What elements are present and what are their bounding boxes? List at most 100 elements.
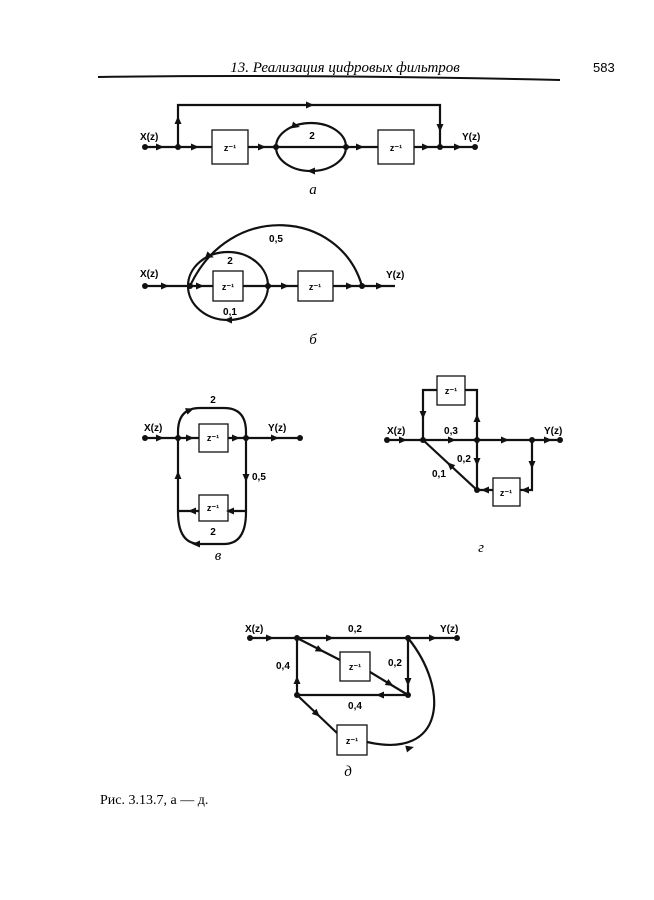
arrow-icon [185, 408, 194, 415]
node-dot [437, 144, 443, 150]
arrow-icon [376, 282, 384, 290]
arrow-icon [242, 474, 250, 482]
header-rule [97, 75, 561, 81]
node-dot [187, 283, 193, 289]
arrow-icon [376, 691, 384, 699]
arrow-icon [314, 645, 324, 652]
figure-g [387, 375, 560, 507]
node-dot [175, 435, 181, 441]
arrow-icon [356, 143, 364, 151]
node-dot [474, 487, 480, 493]
arrow-icon [346, 282, 354, 290]
delay-block [436, 375, 466, 406]
node-dot [273, 144, 279, 150]
node-dot [474, 437, 480, 443]
node-dot [247, 635, 253, 641]
arrow-icon [186, 434, 194, 442]
gain-label: 0,3 [444, 426, 458, 437]
input-label: X(z) [245, 624, 263, 635]
node-dot [297, 435, 303, 441]
node-dot [472, 144, 478, 150]
arrow-icon [454, 143, 462, 151]
node-dot [384, 437, 390, 443]
figure-caption: Рис. 3.13.7, а — д. [100, 793, 208, 808]
arrow-icon [422, 143, 430, 151]
arrow-icon [306, 101, 314, 109]
input-label: X(z) [144, 423, 162, 434]
arrow-icon [528, 461, 536, 469]
gain-label: 0,2 [388, 658, 402, 669]
feedback-arc [189, 224, 364, 287]
gain-label: 0,2 [348, 624, 362, 635]
arrow-icon [191, 143, 199, 151]
gain-label: 0,2 [457, 454, 471, 465]
arrow-icon [266, 634, 274, 642]
arrow-icon [174, 471, 182, 479]
delay-label: z⁻¹ [224, 143, 236, 153]
arrow-icon [205, 251, 214, 258]
arrow-icon [192, 540, 200, 548]
arrow-icon [384, 678, 394, 687]
arrow-icon [447, 462, 456, 471]
arrow-icon [399, 436, 407, 444]
delay-label: z⁻¹ [207, 503, 219, 513]
delay-block [297, 270, 334, 302]
delay-block [198, 494, 229, 522]
output-label: Y(z) [386, 270, 404, 281]
arrow-icon [429, 634, 437, 642]
arrow-icon [521, 486, 529, 494]
arrow-icon [404, 678, 412, 686]
input-label: X(z) [140, 269, 158, 280]
figure-sublabel: б [309, 332, 317, 348]
delay-block [339, 651, 371, 682]
gain-label: 2 [309, 131, 315, 142]
node-dot [359, 283, 365, 289]
arrow-icon [473, 414, 481, 422]
delay-label: z⁻¹ [207, 433, 219, 443]
arrow-icon [311, 708, 320, 717]
delay-block [336, 724, 368, 756]
figure-sublabel: а [309, 182, 317, 198]
delay-label: z⁻¹ [390, 143, 402, 153]
arrow-icon [448, 436, 456, 444]
delay-block [211, 129, 249, 165]
arrow-icon [281, 282, 289, 290]
node-dot [343, 144, 349, 150]
arrow-icon [196, 282, 204, 290]
arrow-icon [544, 436, 552, 444]
delay-block [492, 477, 521, 507]
output-label: Y(z) [462, 132, 480, 143]
node-dot [420, 437, 426, 443]
output-label: Y(z) [440, 624, 458, 635]
arrow-icon [473, 458, 481, 466]
node-dot [175, 144, 181, 150]
node-dot [405, 692, 411, 698]
page-number: 583 [593, 60, 615, 75]
node-dot [265, 283, 271, 289]
node-dot [142, 144, 148, 150]
arrow-icon [291, 121, 300, 129]
node-dot [454, 635, 460, 641]
arrow-icon [156, 434, 164, 442]
delay-label: z⁻¹ [309, 282, 321, 292]
node-dot [243, 435, 249, 441]
arrow-icon [174, 116, 182, 124]
figure-sublabel: в [215, 548, 222, 564]
figure-sublabel: г [478, 540, 484, 556]
node-dot [142, 435, 148, 441]
arrow-icon [501, 436, 509, 444]
arrow-icon [326, 634, 334, 642]
node-dot [529, 437, 535, 443]
arrow-icon [307, 167, 315, 175]
running-header: 13. Реализация цифровых фильтров [230, 60, 460, 76]
node-dot [142, 283, 148, 289]
node-dot [294, 635, 300, 641]
input-label: X(z) [387, 426, 405, 437]
input-label: X(z) [140, 132, 158, 143]
output-label: Y(z) [268, 423, 286, 434]
delay-label: z⁻¹ [349, 662, 361, 672]
delay-block [377, 129, 415, 165]
arrow-icon [161, 282, 169, 290]
arrow-icon [232, 434, 240, 442]
